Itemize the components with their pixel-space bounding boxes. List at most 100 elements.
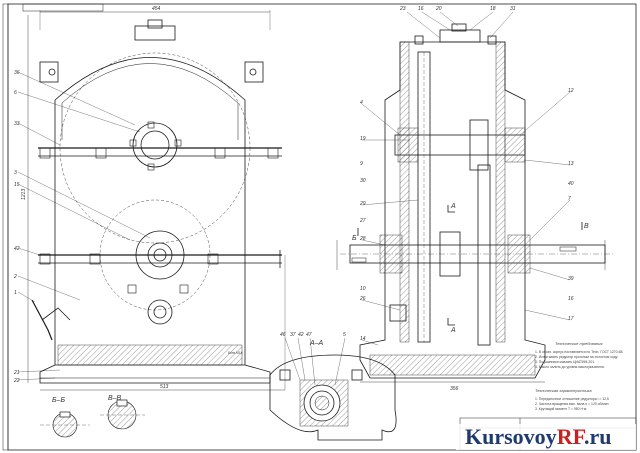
leader [17,377,56,381]
side-leader-lines [361,11,571,346]
callout-number: 46 [280,332,286,338]
front-leader-lines [17,71,151,381]
aa-bearing-mid [309,390,335,416]
section-mark-a-bottom: A [450,327,456,334]
section-aa-view [269,337,397,441]
side-view [336,11,615,383]
section-mark-b: Б [352,235,357,242]
section-mark-a-top: A [450,203,456,210]
upper-pinion [469,119,489,171]
side-top-cover [439,29,481,43]
dim-left-height: 1213 [21,189,27,200]
callout-number: 42 [298,332,304,338]
leader [17,291,36,303]
keyway [351,257,367,263]
bolt [89,253,101,265]
leader [361,339,379,346]
callout-number: 40 [568,181,574,187]
sheet-margin-strip [2,3,9,451]
watermark-text: KursovoyRF.ru [465,424,612,449]
leader [519,91,571,136]
bolt [39,253,51,265]
callout-number: 36 [14,70,20,76]
watermark-part-2: RF [557,424,586,449]
drain-boss [147,299,173,325]
section-title-aa: A–A [309,340,324,347]
chars-line-3: 3. Крутящий момент T = 950 Н·м [535,407,587,411]
section-arrow-a-top [447,205,455,213]
aa-outline [269,354,397,441]
watermark-part-1: Kursovoy [465,424,557,449]
side-bolt [414,35,424,45]
side-bolt [487,35,497,45]
leader [17,71,136,126]
callout-number: 26 [359,296,366,302]
front-flange-bolts [39,121,279,294]
leader [309,337,316,386]
callout-number: 14 [360,336,366,342]
chars-line-2: 2. Частота вращения вых. вала n = 120 об… [535,402,609,406]
big-gear-pitch-circle [59,52,251,244]
leader [17,247,41,256]
side-breather [451,23,467,32]
upper-left-bearing [397,127,419,163]
technical-notes: Технические требования 1. В обозн. корпу… [535,341,623,411]
section-vv-view [100,399,145,430]
leader [439,11,459,27]
leader [529,267,571,281]
watermark-backdrop [456,424,636,450]
callout-number: 47 [306,332,312,338]
bolt [179,284,189,294]
aa-bolt [279,369,291,381]
bolt [147,121,155,129]
callout-number: 13 [568,161,574,167]
bolt [207,253,219,265]
chars-line-1: 1. Передаточное отношение редуктора i = … [535,397,609,401]
callout-number: 2 [13,274,17,280]
bolt [95,147,107,159]
side-housing-outline [359,41,546,379]
callout-number: 27 [359,218,366,224]
front-lid-arch [54,57,246,140]
intermediate-gear [477,164,491,346]
dim-top-width: 454 [152,6,161,12]
front-lid-inner [61,63,239,140]
callout-number: 20 [435,6,442,12]
callout-number: 16 [568,296,574,302]
section-title-bb: Б–Б [52,397,65,404]
aa-shaft [314,395,330,411]
callout-number: 18 [490,6,496,12]
leader [524,159,571,166]
callout-number: 28 [359,236,366,242]
dim-bolt-label: 8отв.М16 [228,351,243,355]
oil-sump-hatch [57,344,243,366]
callout-number: 17 [568,316,574,322]
callout-number: 22 [13,378,20,384]
callout-number: 12 [568,88,574,94]
upper-right-bearing [504,127,526,163]
right-wall-hatch [495,41,506,343]
leader [469,11,494,31]
side-base-hatch [369,354,536,376]
callout-number: 1 [14,290,17,296]
upper-bearing-cap [132,122,178,168]
callout-number: 5 [343,332,346,338]
bolt [174,139,182,147]
callout-number: 29 [359,201,366,207]
leader [334,337,346,386]
lower-bearing-inner [147,242,173,268]
section-bb-view [40,411,90,438]
callout-number: 16 [418,6,424,12]
leader [17,91,141,133]
notes-line-2: 2. Испытывать редуктор прогоном на холос… [535,355,618,359]
bolt [147,163,155,171]
notes-line-1: 1. В обозн. корпус поставляется по Техн.… [535,350,623,354]
bb-keyway [59,411,71,418]
bolt [214,147,226,159]
leader [524,309,571,321]
leader [297,337,306,381]
front-view [17,10,286,391]
dim-bottom-width: 513 [160,384,169,390]
